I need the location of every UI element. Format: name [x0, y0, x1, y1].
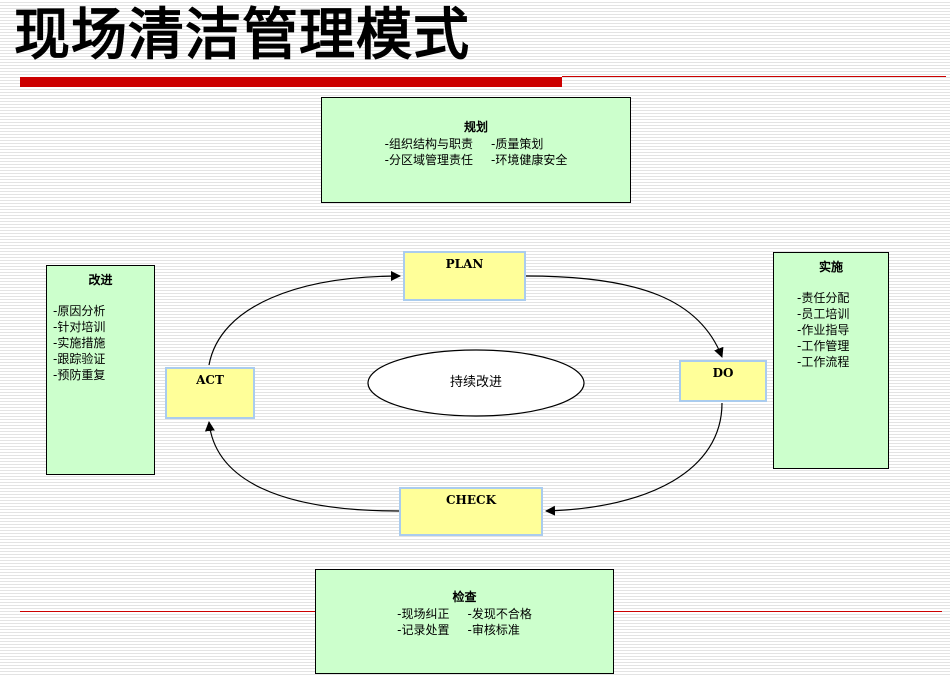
- center-ellipse: [367, 349, 585, 417]
- implement-detail-item: -员工培训: [797, 307, 850, 321]
- continuous-improvement-label: 持续改进: [449, 375, 502, 390]
- improve-detail-item: -跟踪验证: [53, 352, 106, 366]
- plan-detail-item: -环境健康安全: [491, 153, 568, 167]
- implement-detail-title: 实施: [818, 260, 843, 274]
- check-detail-item: -记录处置: [397, 623, 450, 637]
- page-title: 现场清洁管理模式: [14, 3, 470, 68]
- implement-detail-item: -责任分配: [797, 291, 850, 305]
- do-stage-box: DO: [679, 360, 767, 402]
- do-stage-label: DO: [712, 366, 734, 380]
- arrow-check-to-act: [204, 421, 400, 512]
- implement-detail-box: 实施 -责任分配 -员工培训 -作业指导 -工作管理 -工作流程: [773, 252, 889, 469]
- check-detail-title: 检查: [452, 590, 477, 604]
- plan-detail-item: -质量策划: [491, 137, 544, 151]
- plan-stage-box: PLAN: [403, 251, 526, 301]
- arrow-act-to-plan: [208, 271, 401, 366]
- act-stage-label: ACT: [196, 373, 224, 387]
- plan-detail-title: 规划: [463, 120, 488, 134]
- plan-detail-item: -分区域管理责任: [384, 153, 473, 167]
- improve-detail-item: -原因分析: [53, 304, 106, 318]
- check-detail-item: -现场纠正: [397, 607, 450, 621]
- implement-detail-item: -工作管理: [797, 339, 850, 353]
- check-detail-item: -审核标准: [467, 623, 520, 637]
- title-divider-line: [562, 76, 946, 77]
- plan-detail-item: -组织结构与职责: [384, 137, 473, 151]
- check-stage-label: CHECK: [445, 493, 496, 507]
- implement-detail-item: -工作流程: [797, 355, 850, 369]
- improve-detail-title: 改进: [88, 273, 113, 287]
- check-stage-box: CHECK: [399, 487, 543, 536]
- check-detail-item: -发现不合格: [467, 607, 532, 621]
- improve-detail-item: -实施措施: [53, 336, 106, 350]
- check-detail-box: 检查 -现场纠正 -发现不合格 -记录处置 -审核标准: [315, 569, 614, 674]
- improve-detail-item: -针对培训: [53, 320, 106, 334]
- arrow-do-to-check: [545, 402, 723, 516]
- plan-detail-box: 规划 -组织结构与职责 -质量策划 -分区域管理责任 -环境健康安全: [321, 97, 631, 203]
- arrow-plan-to-do: [525, 275, 724, 358]
- title-underline-bar: [20, 77, 562, 87]
- act-stage-box: ACT: [165, 367, 255, 419]
- improve-detail-box: 改进 -原因分析 -针对培训 -实施措施 -跟踪验证 -预防重复: [46, 265, 155, 475]
- plan-stage-label: PLAN: [445, 257, 484, 271]
- improve-detail-item: -预防重复: [53, 368, 106, 382]
- implement-detail-item: -作业指导: [797, 323, 850, 337]
